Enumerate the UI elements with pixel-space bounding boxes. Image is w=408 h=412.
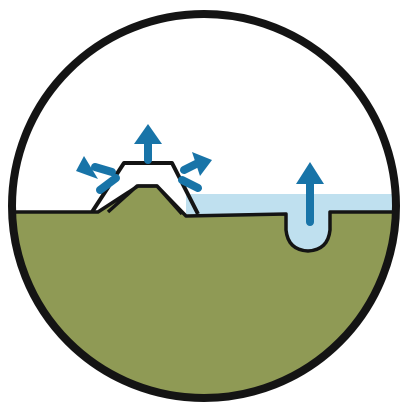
soil-ground bbox=[0, 186, 408, 412]
